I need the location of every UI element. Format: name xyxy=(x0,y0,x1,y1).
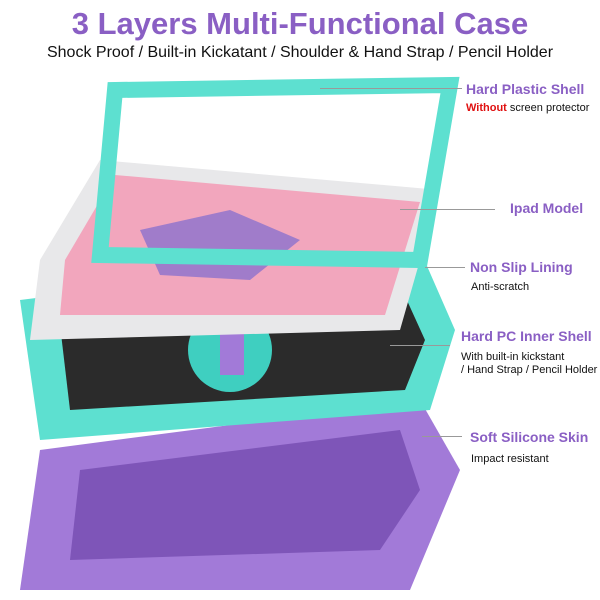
callout-line xyxy=(400,209,495,210)
callout-desc: With built-in kickstant xyxy=(461,351,565,363)
desc-text: screen protector xyxy=(506,102,590,114)
callout-line xyxy=(320,88,462,89)
page-subtitle: Shock Proof / Built-in Kickatant / Shoul… xyxy=(46,44,554,61)
callout-non-slip-lining: Non Slip Lining xyxy=(470,259,573,275)
callout-soft-silicone-skin: Soft Silicone Skin xyxy=(470,429,589,445)
product-illustration xyxy=(20,76,460,590)
callout-desc: Without screen protector xyxy=(466,101,589,116)
callout-desc: Anti-scratch xyxy=(471,281,530,293)
hard-plastic-shell xyxy=(91,76,460,269)
callout-line xyxy=(390,345,450,346)
callout-hard-plastic-shell: Hard Plastic Shell xyxy=(466,81,585,97)
callout-line xyxy=(425,267,465,268)
soft-silicone-skin xyxy=(20,400,460,590)
page-title: 3 Layers Multi-Functional Case xyxy=(71,6,529,41)
callout-hard-pc-inner-shell: Hard PC Inner Shell xyxy=(461,328,592,344)
callout-ipad-model: Ipad Model xyxy=(510,200,584,216)
callout-desc: / Hand Strap / Pencil Holder xyxy=(461,364,598,376)
highlight-text: Without xyxy=(466,102,507,114)
callout-desc: Impact resistant xyxy=(471,453,549,465)
callout-line xyxy=(422,436,462,437)
